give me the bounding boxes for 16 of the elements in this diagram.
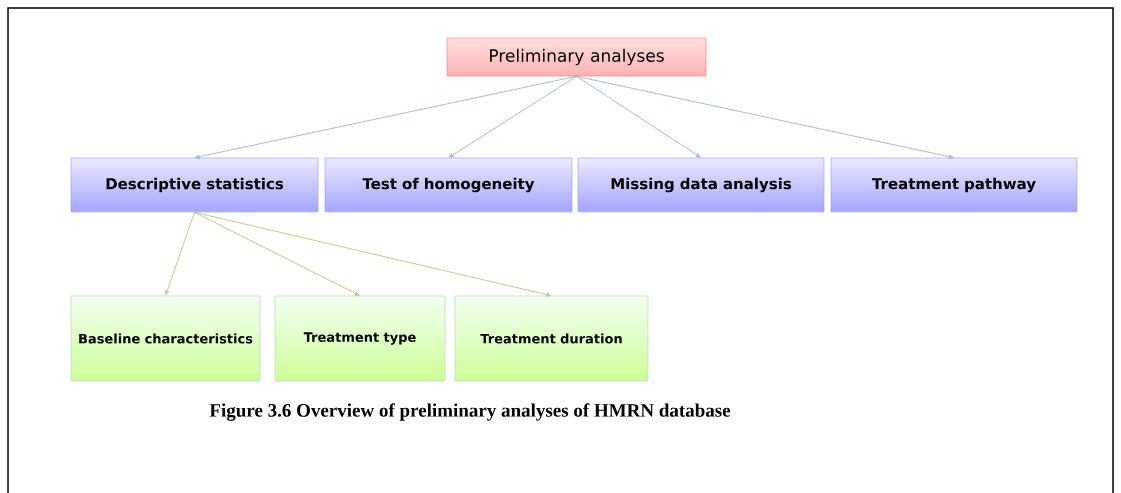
category-box: Treatment pathway bbox=[830, 157, 1078, 213]
category-box: Test of homogeneity bbox=[324, 157, 573, 213]
subcategory-box: Baseline characteristics bbox=[70, 295, 261, 382]
arrow bbox=[165, 211, 195, 296]
arrow bbox=[195, 75, 577, 159]
caption: Figure 3.6 Overview of preliminary analyses of HMRN database bbox=[209, 403, 731, 421]
arrow bbox=[448, 75, 577, 158]
category-box: Missing data analysis bbox=[577, 157, 825, 213]
arrow bbox=[194, 211, 360, 296]
arrow bbox=[576, 75, 701, 158]
root-box: Preliminary analyses bbox=[446, 37, 707, 77]
subcategory-box: Treatment duration bbox=[454, 295, 649, 382]
arrow bbox=[576, 75, 954, 159]
subcategory-box: Treatment type bbox=[274, 295, 446, 382]
arrow bbox=[194, 211, 551, 297]
category-box: Descriptive statistics bbox=[70, 157, 319, 213]
